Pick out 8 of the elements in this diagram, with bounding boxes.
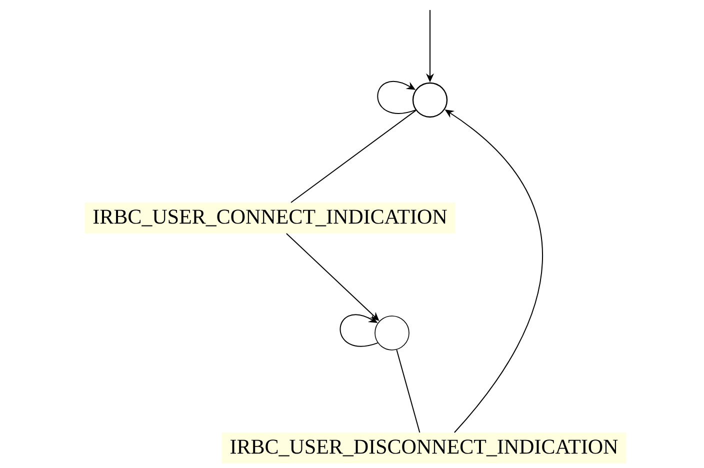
state-label: IRBC_USER_CONNECT_INDICATION [84, 202, 456, 234]
self-loop-arrow [377, 80, 416, 114]
state-circle [412, 82, 448, 118]
state-label: IRBC_USER_DISCONNECT_INDICATION [222, 432, 626, 464]
connector-line [290, 110, 416, 203]
self-loop-arrow [340, 314, 378, 347]
state-circle [374, 316, 410, 350]
connector-line [396, 349, 420, 433]
